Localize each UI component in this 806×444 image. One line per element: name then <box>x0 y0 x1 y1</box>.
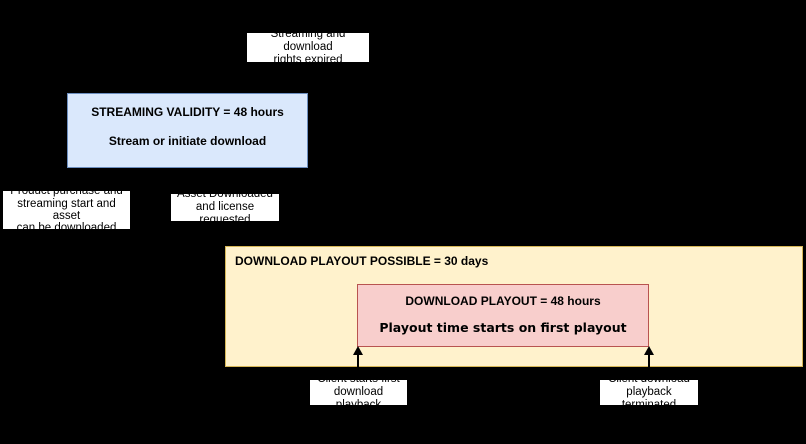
label-asset-downloaded-line2: and license requested <box>195 201 255 226</box>
streaming-validity-subtitle: Stream or initiate download <box>108 134 267 148</box>
label-client-starts-line1: Client starts first <box>317 373 400 385</box>
label-product-purchase: Product purchase and streaming start and… <box>3 185 130 234</box>
label-client-playback-terminated: Client download playback terminated <box>600 373 698 411</box>
download-playout-possible-title: DOWNLOAD PLAYOUT POSSIBLE = 30 days <box>235 254 489 268</box>
label-rights-expired-line2: rights expired <box>273 54 343 66</box>
download-playout-subtitle: Playout time starts on first playout <box>379 320 627 335</box>
label-rights-expired-line1: Streaming and download <box>270 28 346 53</box>
download-playout-box: DOWNLOAD PLAYOUT = 48 hours Playout time… <box>357 284 649 347</box>
label-asset-downloaded: Asset Downloaded and license requested <box>171 188 279 226</box>
client-start-arrow-line <box>357 348 359 380</box>
label-product-purchase-line1: Product purchase and <box>10 185 123 198</box>
label-client-starts-playback: Client starts first download playback <box>310 373 407 411</box>
label-asset-downloaded-line1: Asset Downloaded <box>177 188 273 200</box>
client-start-arrow-up-icon <box>353 346 363 355</box>
streaming-validity-title: STREAMING VALIDITY = 48 hours <box>91 105 284 119</box>
download-playout-title: DOWNLOAD PLAYOUT = 48 hours <box>405 294 601 308</box>
client-terminated-arrow-line <box>648 348 650 380</box>
label-client-starts-line2: download playback <box>333 386 384 411</box>
label-client-terminated-line1: Client download <box>608 373 690 385</box>
label-client-terminated-line2: playback terminated <box>621 386 677 411</box>
label-product-purchase-line3: can be downloaded <box>16 222 117 235</box>
client-terminated-arrow-up-icon <box>644 346 654 355</box>
label-product-purchase-line2: streaming start and asset <box>17 197 116 222</box>
label-rights-expired: Streaming and download rights expired <box>247 28 369 66</box>
streaming-validity-box: STREAMING VALIDITY = 48 hours Stream or … <box>67 93 308 168</box>
